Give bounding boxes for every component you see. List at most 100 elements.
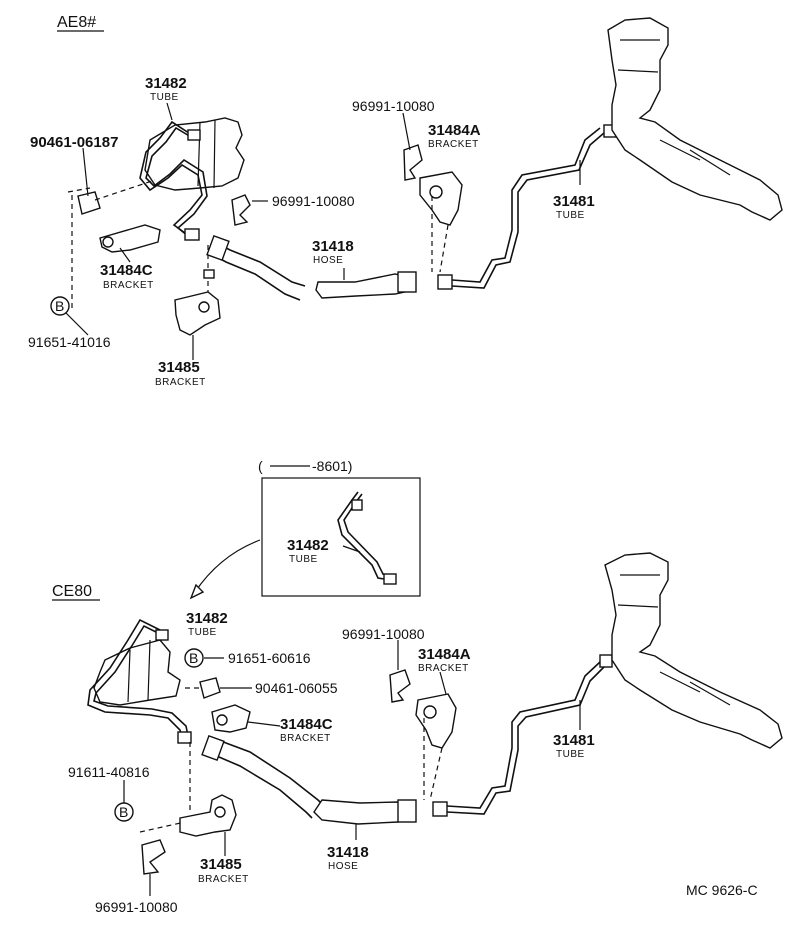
hose-31418-bottom-fitting-left <box>201 734 225 762</box>
slave-cylinder-details-bottom <box>617 574 731 706</box>
clip-96991-bottom-right <box>389 669 411 703</box>
label-96991-top-a: 96991-10080 <box>272 193 355 209</box>
bottom-assembly: CE80 B B <box>52 552 783 915</box>
hose-31418-lower <box>315 273 406 299</box>
hose-31418-upper-b <box>214 255 301 301</box>
bracket-31485-top <box>174 291 221 336</box>
label-31482-bottom-desc: TUBE <box>188 627 217 638</box>
inset-range-open: ( <box>258 458 263 474</box>
inset-pointer-arrow <box>194 539 261 593</box>
tube-31482-bottom-nut-bottom <box>177 731 192 744</box>
label-31484c-top-desc: BRACKET <box>103 280 154 291</box>
leader-96991-top-right <box>402 112 411 151</box>
inset-variant: ( -8601) 31482 TUBE <box>189 458 421 600</box>
hose-31418-fitting-left <box>206 234 230 262</box>
slave-cylinder-assembly <box>607 17 783 221</box>
label-31484a-top: 31484A <box>428 122 481 139</box>
dash-bottom-diag <box>139 821 186 833</box>
tube-31481-bottom-line-2 <box>446 666 605 815</box>
callout-b1: B <box>189 650 198 666</box>
bracket-31484c-bottom-hole <box>216 714 228 726</box>
inset-pointer-head <box>189 583 205 600</box>
label-31418-bottom-desc: HOSE <box>328 861 358 872</box>
label-31482-top: 31482 <box>145 75 187 92</box>
label-31485-bottom: 31485 <box>200 856 242 873</box>
label-91651-bottom: 91651-60616 <box>228 650 311 666</box>
label-31481-bottom: 31481 <box>553 732 595 749</box>
hose-31418-bottom-lower <box>313 799 406 825</box>
callout-b-top: B <box>55 298 64 314</box>
bracket-31485-hole <box>198 301 210 313</box>
label-96991-top-b: 96991-10080 <box>352 98 435 114</box>
bracket-31484a-bottom-hole <box>423 705 437 719</box>
label-31482-inset: 31482 <box>287 537 329 554</box>
clip-96991-bottom-left <box>141 839 166 875</box>
bottom-section-code: CE80 <box>52 583 92 600</box>
bracket-31484a-hole <box>429 185 443 199</box>
bolt-90461-top <box>77 191 101 215</box>
hose-31418-fitting-right <box>397 271 417 293</box>
label-31484a-top-desc: BRACKET <box>428 139 479 150</box>
bracket-31485-bottom <box>179 794 237 837</box>
tube-31482-bottom-line <box>87 618 183 739</box>
tube-31481-nut <box>437 274 453 290</box>
inset-range-label: -8601) <box>312 458 352 474</box>
bracket-31484c-hole <box>102 236 114 248</box>
inset-tube-nut-bottom <box>383 573 397 585</box>
tube-31481-line <box>451 127 601 283</box>
bracket-31485-bottom-hole <box>214 806 226 818</box>
leader-31484c <box>119 247 131 263</box>
label-31484a-bottom: 31484A <box>418 646 471 663</box>
hose-31418-bottom-upper-b <box>211 753 313 819</box>
label-31481-top: 31481 <box>553 193 595 210</box>
leader-91651 <box>65 312 89 336</box>
tube-31481-bottom-nut-right <box>599 654 613 668</box>
label-96991-bottom-b: 96991-10080 <box>95 899 178 915</box>
hose-31418-bottom-fitting-right <box>397 799 417 823</box>
label-90461-top: 90461-06187 <box>30 134 118 151</box>
slave-cylinder-assembly-bottom <box>604 552 783 749</box>
label-31485-top-desc: BRACKET <box>155 377 206 388</box>
label-31481-bottom-desc: TUBE <box>556 749 585 760</box>
dash-bolt-top <box>67 187 91 193</box>
callout-b1-circle <box>184 648 204 668</box>
clip-31485-small <box>203 269 215 279</box>
dash-31484a-bottom <box>429 747 443 801</box>
label-31484c-top: 31484C <box>100 262 153 279</box>
tube-31482-bottom-line-2 <box>93 624 189 737</box>
label-31484c-bottom: 31484C <box>280 716 333 733</box>
bracket-31484a-top <box>419 171 463 226</box>
tube-31482-nut-top <box>187 129 201 141</box>
dash-31484a <box>439 224 449 273</box>
bracket-31484a-bottom <box>415 693 457 749</box>
label-31485-top: 31485 <box>158 359 200 376</box>
label-96991-bottom-a: 96991-10080 <box>342 626 425 642</box>
tube-31481-bottom-line <box>446 661 601 809</box>
bolt-90461-bottom <box>199 677 221 699</box>
leader-31484a-bottom <box>439 671 447 695</box>
tube-31482-line-2 <box>145 126 208 237</box>
inset-tube-line-2 <box>343 493 393 577</box>
label-91611-bottom: 91611-40816 <box>68 764 150 780</box>
top-section-code: AE8# <box>57 14 96 31</box>
inset-box <box>261 477 421 597</box>
label-31482-bottom: 31482 <box>186 610 228 627</box>
slave-cylinder-details <box>617 39 731 176</box>
clip-96991-top-left <box>231 194 251 226</box>
label-31485-bottom-desc: BRACKET <box>198 874 249 885</box>
tube-31482-line <box>139 120 203 234</box>
leader-31484c-bottom <box>247 721 281 727</box>
callout-b-circle-top <box>50 296 70 316</box>
dash-bolt-to-cylinder <box>94 179 156 201</box>
callout-b2: B <box>119 804 128 820</box>
top-assembly: AE8# B <box>28 14 783 388</box>
label-90461-bottom: 90461-06055 <box>255 680 338 696</box>
master-cylinder-ribs-bottom <box>127 639 151 703</box>
inset-tube-nut-top <box>351 499 363 511</box>
label-91651-top: 91651-41016 <box>28 334 111 350</box>
bracket-31484c-top <box>99 224 161 253</box>
label-31484a-bottom-desc: BRACKET <box>418 663 469 674</box>
tube-31481-bottom-nut <box>432 801 448 817</box>
label-31418-bottom: 31418 <box>327 844 369 861</box>
